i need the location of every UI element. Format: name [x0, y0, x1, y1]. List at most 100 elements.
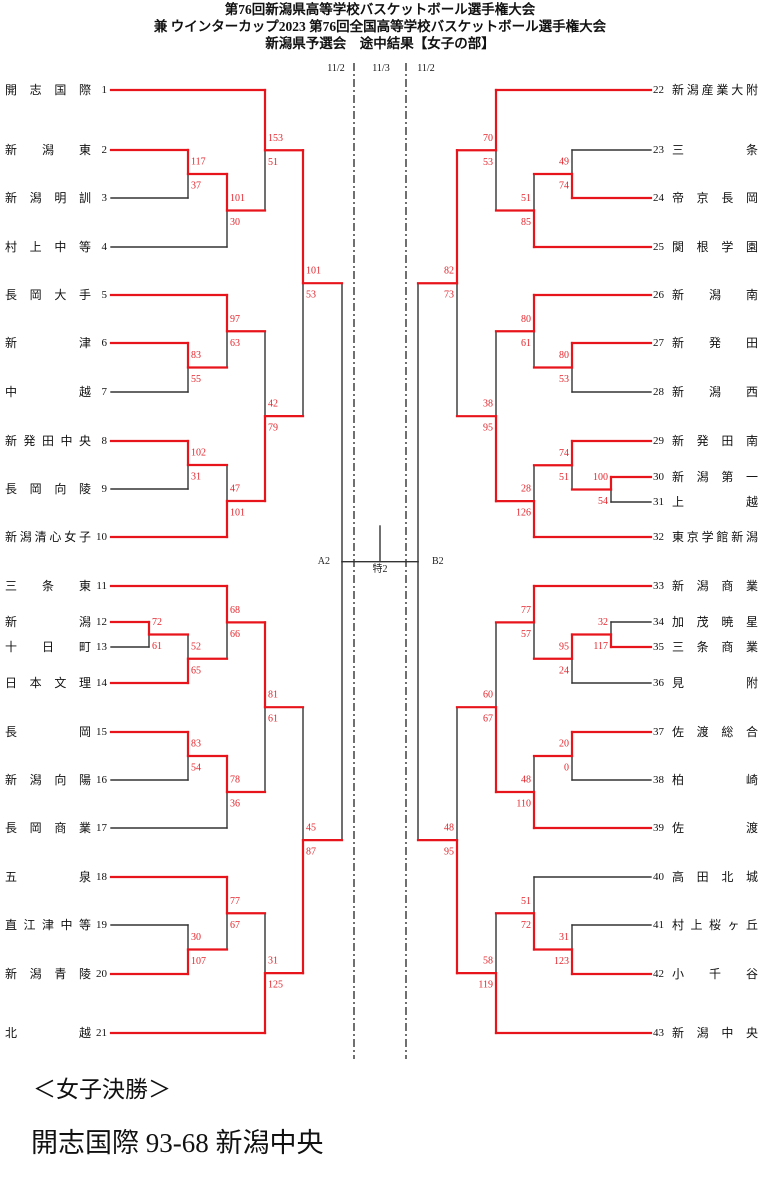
team-seed-number: 23 — [653, 144, 664, 156]
score-label: 80 — [521, 314, 531, 325]
team-name-char: 南 — [745, 434, 758, 448]
team-name-char: 新 — [5, 143, 18, 157]
score-label: 32 — [598, 617, 608, 628]
team-seed-number: 37 — [653, 726, 664, 738]
team-name-char: ヶ — [727, 918, 740, 932]
team-name: 新潟南 — [672, 287, 758, 303]
block-label-a2: A2 — [318, 556, 330, 567]
team-name-char: 陵 — [78, 482, 91, 496]
team-seed-number: 32 — [653, 531, 664, 543]
team-name-char: 三 — [672, 640, 685, 654]
score-label: 83 — [191, 739, 201, 750]
team-name-char: 附 — [745, 676, 758, 690]
team-name-char: 日 — [41, 640, 54, 654]
team-name-char: 丘 — [745, 918, 758, 932]
team-seed-number: 29 — [653, 435, 664, 447]
team-name: 新潟西 — [672, 384, 758, 400]
team-name-char: 新 — [672, 470, 685, 484]
team-name-char: 京 — [686, 530, 699, 544]
team-name-char: 潟 — [696, 470, 709, 484]
team-name-char: 泉 — [78, 870, 91, 884]
team-seed-number: 10 — [96, 531, 107, 543]
team-seed-number: 15 — [96, 726, 107, 738]
team-name: 新発田 — [672, 335, 758, 351]
team-name: 新潟東 — [5, 142, 91, 158]
team-seed-number: 4 — [101, 241, 108, 253]
team-name-char: 関 — [672, 240, 685, 254]
team-name-char: 十 — [5, 640, 18, 654]
team-name-char: 潟 — [686, 83, 699, 97]
score-label: 102 — [191, 448, 206, 459]
team-name-char: 岡 — [29, 288, 42, 302]
team-seed-number: 40 — [653, 871, 664, 883]
team-name-char: 潟 — [696, 1026, 709, 1040]
score-label: 66 — [230, 629, 240, 640]
team-name-char: 心 — [49, 530, 62, 544]
special-match-label: 特2 — [373, 563, 388, 575]
team-name-char: 東 — [672, 530, 685, 544]
block-label-b2: B2 — [432, 556, 444, 567]
score-label: 31 — [559, 932, 569, 943]
team-name: 帝京長岡 — [672, 190, 758, 206]
team-seed-number: 41 — [653, 919, 664, 931]
team-name-char: 新 — [672, 385, 685, 399]
team-name-char: 条 — [41, 579, 54, 593]
team-name-char: 産 — [701, 83, 714, 97]
score-label: 117 — [593, 641, 608, 652]
team-name-char: 条 — [696, 640, 709, 654]
team-name-char: 等 — [78, 240, 91, 254]
team-name-char: 新 — [672, 1026, 685, 1040]
score-label: 67 — [230, 920, 240, 931]
score-label: 125 — [268, 980, 283, 991]
team-name-char: 上 — [672, 495, 685, 509]
score-label: 42 — [268, 399, 278, 410]
team-name-char: 新 — [5, 191, 18, 205]
team-name: 村上桜ヶ丘 — [672, 917, 758, 933]
score-label: 0 — [564, 763, 569, 774]
score-label: 49 — [559, 157, 569, 168]
score-label: 68 — [230, 605, 240, 616]
team-name-char: 東 — [78, 579, 91, 593]
team-name-char: 一 — [745, 470, 758, 484]
date-center: 11/3 — [372, 63, 390, 74]
team-name-char: 津 — [41, 918, 54, 932]
team-name-char: 日 — [5, 676, 18, 690]
team-name-char: 長 — [5, 482, 18, 496]
team-name-char: 新 — [672, 579, 685, 593]
team-name: 三条 — [672, 142, 758, 158]
title-line-1: 第76回新潟県高等学校バスケットボール選手権大会 — [224, 2, 536, 17]
team-name-char: 中 — [721, 1026, 734, 1040]
team-seed-number: 12 — [96, 616, 107, 628]
score-label: 57 — [521, 629, 531, 640]
team-name-char: 村 — [672, 918, 685, 932]
score-label: 60 — [483, 690, 493, 701]
team-name: 新潟明訓 — [5, 190, 91, 206]
team-name: 直江津中等 — [5, 917, 91, 933]
final-heading: ＜女子決勝＞ — [33, 1077, 171, 1102]
score-label: 85 — [521, 217, 531, 228]
team-seed-number: 1 — [101, 84, 108, 96]
team-name-char: 大 — [54, 288, 67, 302]
score-label: 81 — [268, 690, 278, 701]
bracket-lines-winner — [109, 88, 653, 1035]
team-name-char: 潟 — [29, 967, 42, 981]
score-label: 107 — [191, 956, 206, 967]
team-seed-number: 17 — [96, 822, 107, 834]
team-name-char: 業 — [745, 640, 758, 654]
team-name-char: 第 — [721, 470, 734, 484]
score-label: 73 — [444, 290, 454, 301]
team-name: 五泉 — [5, 869, 91, 885]
team-name-char: 五 — [5, 870, 18, 884]
center-labels: A2 B2 特2 — [318, 556, 444, 575]
team-seed-number: 39 — [653, 822, 664, 834]
team-name: 開志国際 — [5, 82, 91, 98]
team-name: 新発田南 — [672, 433, 758, 449]
team-name-char: 青 — [54, 967, 67, 981]
team-name-char: 渡 — [745, 821, 758, 835]
team-name-char: 柏 — [672, 773, 685, 787]
team-name-char: 合 — [745, 725, 758, 739]
team-name-char: 新 — [672, 288, 685, 302]
team-name-char: 長 — [5, 288, 18, 302]
team-name-char: 志 — [29, 83, 42, 97]
team-name-char: 中 — [5, 385, 18, 399]
